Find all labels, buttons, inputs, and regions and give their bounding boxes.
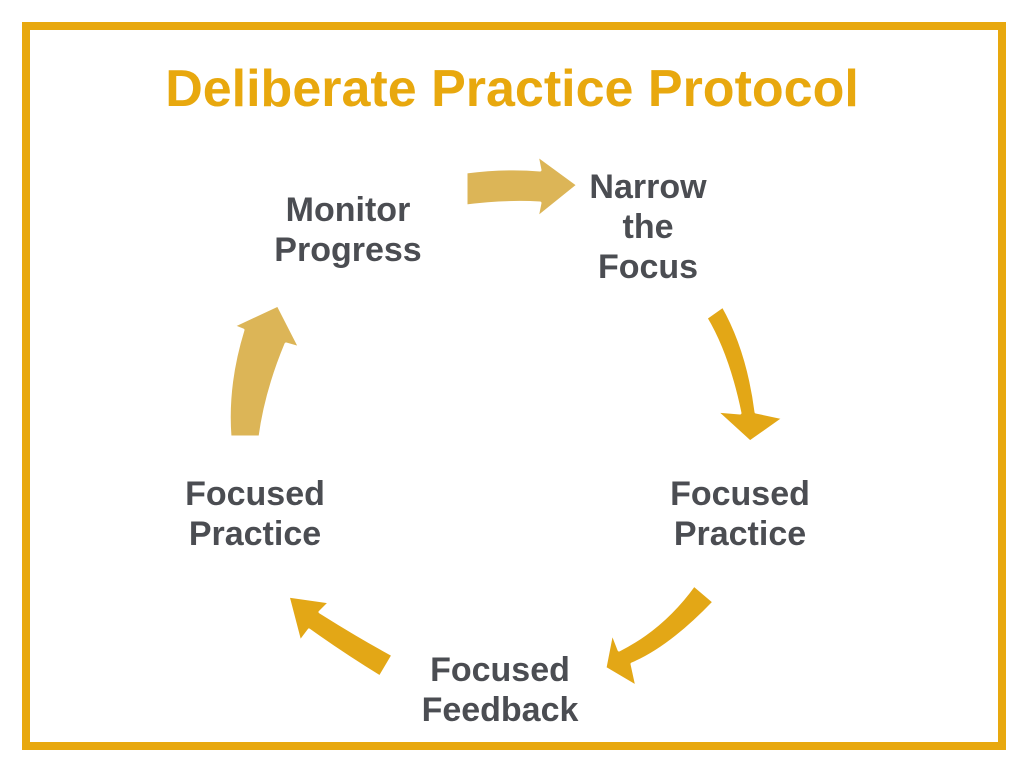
- arrow-narrow-to-practice-icon: [704, 304, 786, 444]
- node-line: the: [622, 208, 674, 246]
- arrow-practice-to-feedback-icon: [603, 583, 716, 689]
- node-narrow-the-focus: Narrow the Focus: [558, 167, 738, 287]
- node-focused-feedback: Focused Feedback: [395, 650, 605, 730]
- node-line: Progress: [274, 231, 422, 269]
- node-line: Focused: [670, 475, 810, 513]
- node-line: Narrow: [589, 168, 707, 206]
- arrow-feedback-to-practice-icon: [286, 594, 395, 679]
- slide-title: Deliberate Practice Protocol: [165, 60, 859, 118]
- arrow-practice-to-monitor-icon: [227, 303, 302, 439]
- node-line: Focused: [185, 475, 325, 513]
- node-monitor-progress: Monitor Progress: [248, 190, 448, 270]
- node-line: Focused: [430, 651, 570, 689]
- node-line: Feedback: [421, 691, 579, 729]
- node-focused-practice-left: Focused Practice: [155, 474, 355, 554]
- node-line: Practice: [188, 515, 322, 553]
- node-line: Focus: [597, 248, 699, 286]
- node-line: Practice: [673, 515, 807, 553]
- node-line: Monitor: [285, 191, 411, 229]
- slide-frame: [22, 22, 1006, 750]
- node-focused-practice-right: Focused Practice: [640, 474, 840, 554]
- arrow-monitor-to-narrow-icon: [464, 153, 580, 220]
